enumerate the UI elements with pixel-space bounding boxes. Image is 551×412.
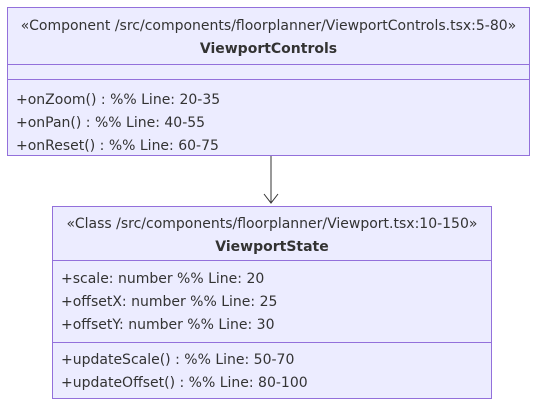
- attribute-row: +offsetX: number %% Line: 25: [61, 294, 278, 310]
- class-viewport-controls[interactable]: «Component /src/components/floorplanner/…: [7, 7, 530, 156]
- class-header: «Class /src/components/floorplanner/View…: [53, 207, 491, 260]
- class-name: ViewportControls: [199, 41, 338, 57]
- class-stereotype: «Component /src/components/floorplanner/…: [20, 18, 517, 34]
- method-row: +onPan() : %% Line: 40-55: [16, 115, 206, 131]
- methods-section: +onZoom() : %% Line: 20-35 +onPan() : %%…: [8, 79, 529, 158]
- association-arrowhead: [263, 193, 279, 204]
- methods-section: +updateScale() : %% Line: 50-70 +updateO…: [53, 342, 491, 395]
- method-row: +updateOffset() : %% Line: 80-100: [61, 375, 308, 391]
- class-viewport-state[interactable]: «Class /src/components/floorplanner/View…: [52, 206, 492, 399]
- attribute-row: +scale: number %% Line: 20: [61, 271, 265, 287]
- method-row: +updateScale() : %% Line: 50-70: [61, 352, 295, 368]
- class-stereotype: «Class /src/components/floorplanner/View…: [66, 216, 478, 232]
- attributes-section: [8, 64, 529, 79]
- method-row: +onReset() : %% Line: 60-75: [16, 138, 219, 154]
- method-row: +onZoom() : %% Line: 20-35: [16, 92, 221, 108]
- class-name: ViewportState: [215, 239, 329, 255]
- class-header: «Component /src/components/floorplanner/…: [8, 8, 529, 64]
- attributes-section: +scale: number %% Line: 20 +offsetX: num…: [53, 260, 491, 342]
- attribute-row: +offsetY: number %% Line: 30: [61, 317, 275, 333]
